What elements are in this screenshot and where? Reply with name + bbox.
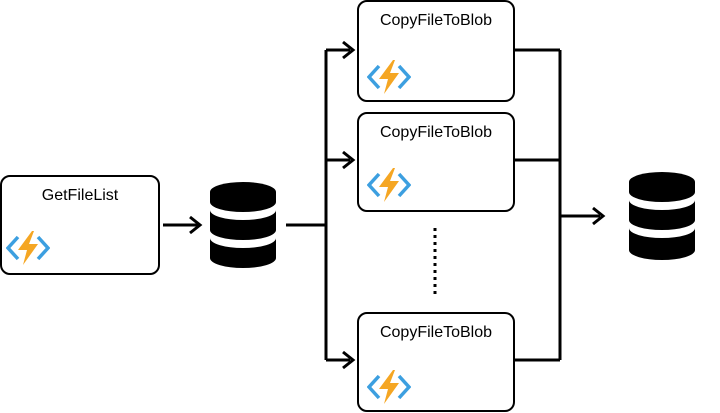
- azure-function-icon: [367, 168, 411, 202]
- getfilelist-label: GetFileList: [41, 187, 119, 204]
- arrow-to-target-db: [560, 206, 606, 226]
- copyfiletoblob-node-2[interactable]: CopyFileToBlob: [357, 112, 515, 212]
- copyfiletoblob-node-n[interactable]: CopyFileToBlob: [357, 312, 515, 412]
- azure-function-icon: [367, 60, 411, 94]
- copyfiletoblob-label-1: CopyFileToBlob: [379, 12, 493, 29]
- fan-in-connector: [515, 48, 562, 362]
- arrow-to-copy-n: [326, 350, 356, 370]
- fan-out-connector: [286, 50, 328, 360]
- arrow-to-copy-1: [326, 40, 356, 60]
- copyfiletoblob-label-2: CopyFileToBlob: [379, 124, 493, 141]
- azure-function-icon: [6, 231, 50, 265]
- azure-function-icon: [367, 370, 411, 404]
- copyfiletoblob-node-1[interactable]: CopyFileToBlob: [357, 0, 515, 102]
- copyfiletoblob-label-n: CopyFileToBlob: [379, 324, 493, 341]
- source-database-icon: [210, 182, 276, 268]
- arrow-getfilelist-to-db: [163, 215, 203, 235]
- arrow-to-copy-2: [326, 150, 356, 170]
- target-database-icon: [629, 172, 695, 260]
- getfilelist-node[interactable]: GetFileList: [0, 175, 160, 275]
